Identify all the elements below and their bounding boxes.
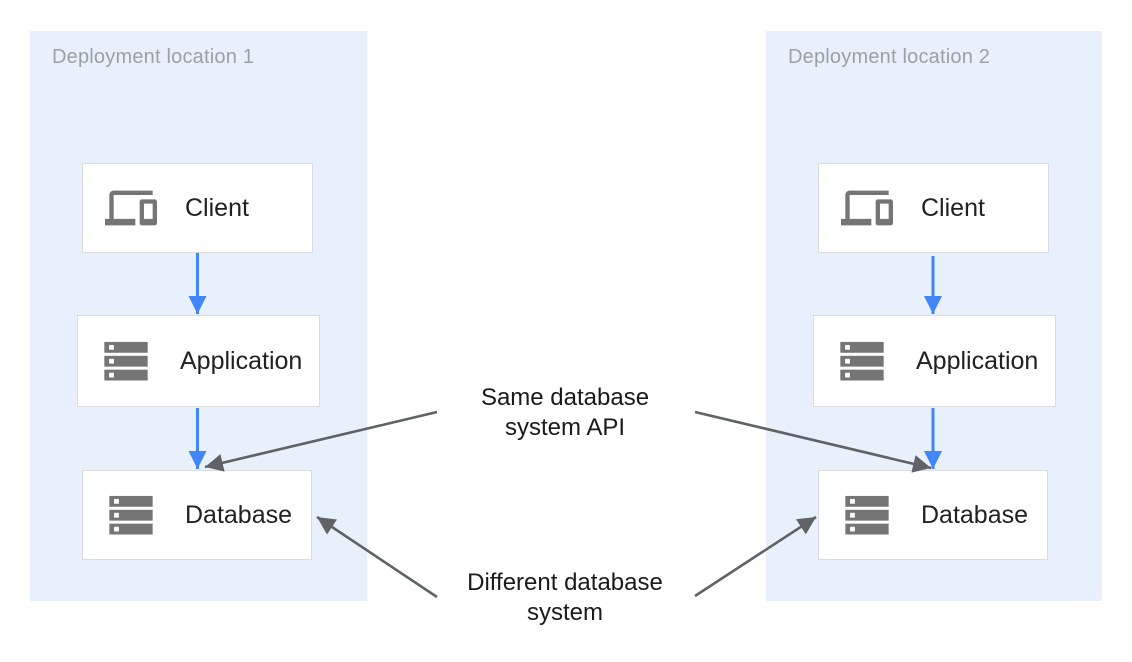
node-database-1: Database (82, 470, 312, 560)
annotation-different-database-system: Different database system (415, 568, 715, 628)
server-stack-icon (841, 489, 893, 541)
server-stack-icon (105, 489, 157, 541)
zone-title-1: Deployment location 1 (52, 46, 255, 68)
annotation-line: system API (504, 414, 626, 441)
server-stack-icon (836, 335, 888, 387)
node-label: Client (185, 193, 249, 222)
zone-title-2: Deployment location 2 (788, 46, 991, 68)
node-label: Application (916, 346, 1039, 375)
deployment-zone-2: Deployment location 2 Client (766, 31, 1102, 601)
annotation-line: system (526, 599, 603, 626)
node-client-2: Client (818, 163, 1049, 253)
devices-icon (841, 182, 893, 234)
node-database-2: Database (818, 470, 1048, 560)
node-label: Client (921, 193, 985, 222)
node-application-2: Application (813, 315, 1056, 407)
node-label: Database (921, 500, 1029, 529)
node-label: Database (185, 500, 293, 529)
deployment-zone-1: Deployment location 1 Client (30, 31, 367, 601)
annotation-same-database-api: Same database system API (415, 383, 715, 443)
server-stack-icon (100, 335, 152, 387)
annotation-line: Same database (480, 384, 650, 411)
annotation-line: Different database (467, 569, 663, 596)
node-label: Application (180, 346, 303, 375)
node-client-1: Client (82, 163, 313, 253)
devices-icon (105, 182, 157, 234)
node-application-1: Application (77, 315, 320, 407)
